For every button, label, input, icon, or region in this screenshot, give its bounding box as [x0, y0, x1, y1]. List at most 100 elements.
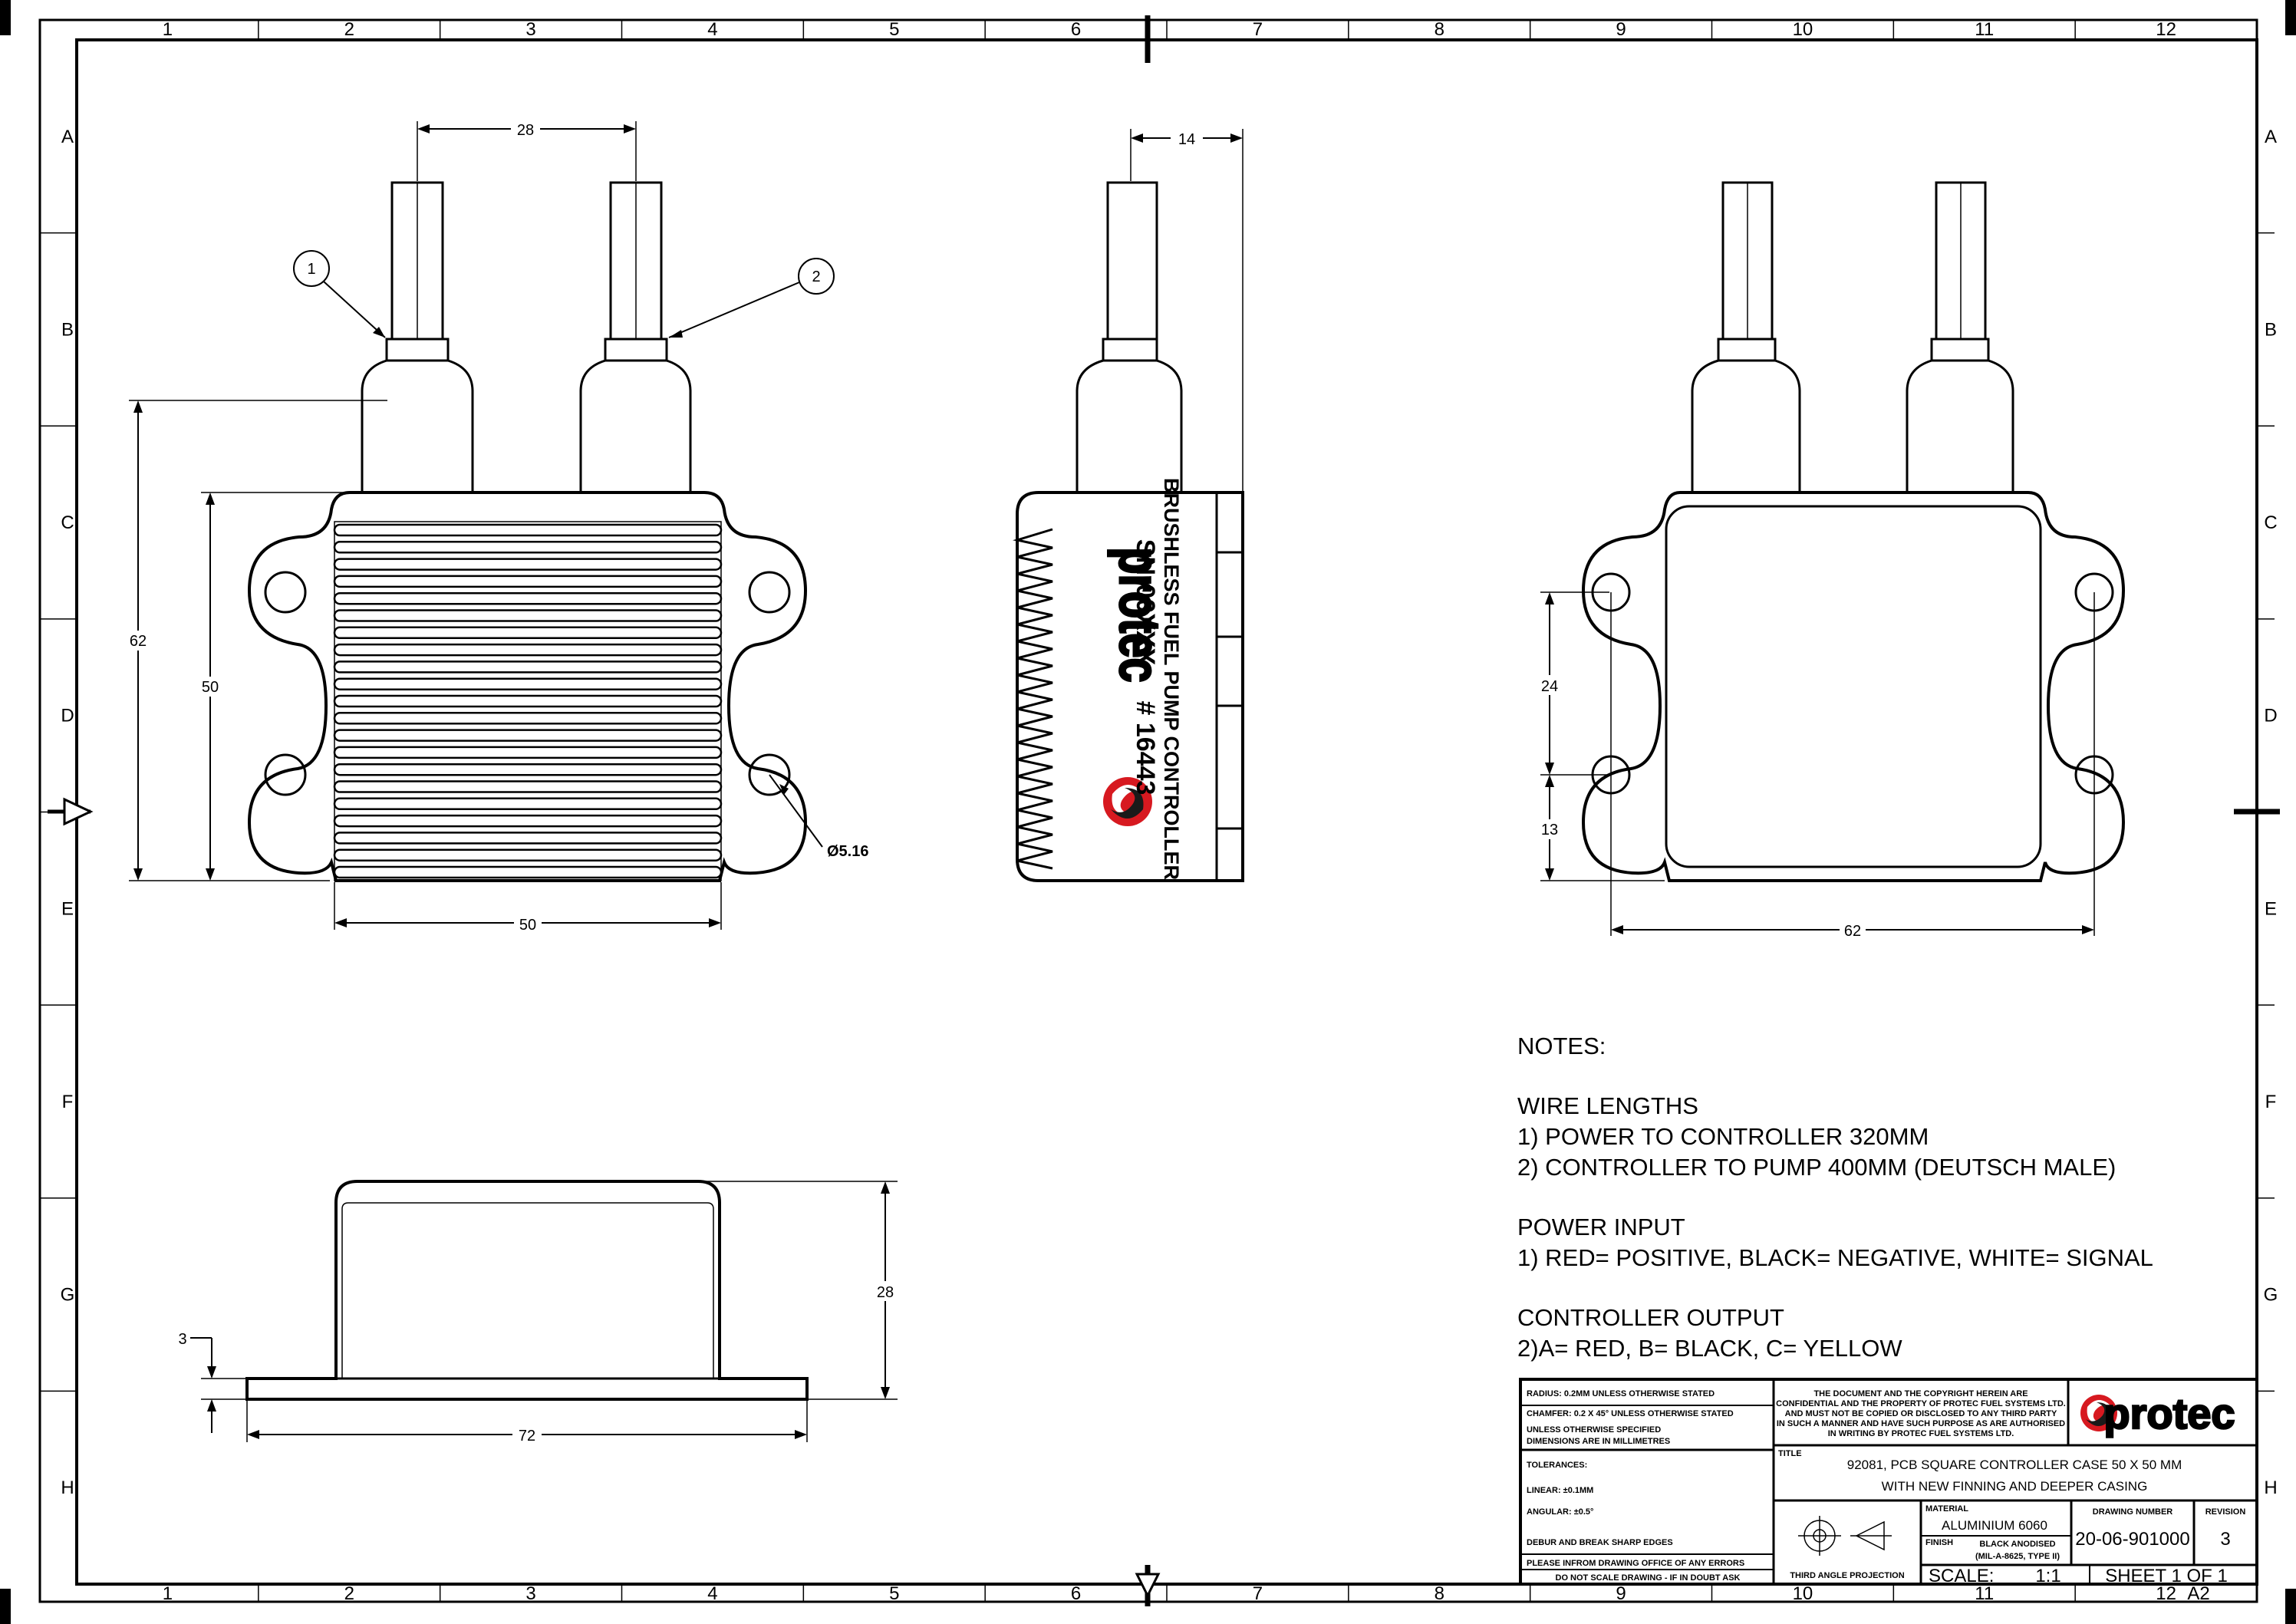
- zone-row-label: C: [2264, 512, 2277, 533]
- svg-text:28: 28: [877, 1284, 894, 1301]
- zone-column-label: 12: [2156, 1583, 2176, 1604]
- zone-column-label: 5: [889, 19, 899, 40]
- svg-text:IN SUCH A MANNER AND HAVE SUCH: IN SUCH A MANNER AND HAVE SUCH PURPOSE A…: [1777, 1419, 2065, 1428]
- zone-column-label: 1: [163, 19, 173, 40]
- svg-text:DIMENSIONS ARE IN MILLIMETRES: DIMENSIONS ARE IN MILLIMETRES: [1527, 1437, 1670, 1446]
- fin: [333, 626, 723, 640]
- dim-hole-offset: 13: [1537, 775, 1665, 881]
- title-block: RADIUS: 0.2MM UNLESS OTHERWISE STATED CH…: [1519, 1378, 2258, 1604]
- svg-text:TOLERANCES:: TOLERANCES:: [1527, 1461, 1587, 1470]
- svg-text:28: 28: [517, 122, 534, 139]
- zone-column-label: 6: [1071, 19, 1081, 40]
- zone-column-label: 10: [1793, 19, 1813, 40]
- zone-column-label: 1: [163, 1583, 173, 1604]
- svg-text:1: 1: [307, 261, 315, 278]
- svg-text:RADIUS: 0.2MM UNLESS OTHERWISE: RADIUS: 0.2MM UNLESS OTHERWISE STATED: [1527, 1389, 1715, 1398]
- fin: [333, 591, 723, 605]
- fin: [333, 541, 723, 554]
- svg-text:CONFIDENTIAL AND THE PROPERTY: CONFIDENTIAL AND THE PROPERTY OF PROTEC …: [1776, 1399, 2066, 1408]
- svg-text:SHEET 1 OF 1: SHEET 1 OF 1: [2105, 1566, 2228, 1586]
- zone-column-label: 4: [707, 1583, 717, 1604]
- dim-hole-spacing: 24: [1537, 591, 1609, 776]
- fin: [333, 746, 723, 759]
- svg-text:AND MUST NOT BE COPIED OR DISC: AND MUST NOT BE COPIED OR DISCLOSED TO A…: [1785, 1409, 2057, 1418]
- protec-logo-icon: [1103, 777, 1152, 826]
- svg-text:Ø5.16: Ø5.16: [827, 843, 868, 860]
- fin: [333, 780, 723, 793]
- dim-overall-height: 62: [127, 400, 387, 881]
- zone-row-label: G: [61, 1285, 75, 1306]
- wire-1: [361, 181, 474, 494]
- svg-text:# 16443: # 16443: [1131, 701, 1160, 796]
- svg-text:SCALE:: SCALE:: [1929, 1566, 1994, 1586]
- svg-text:ALUMINIUM 6060: ALUMINIUM 6060: [1942, 1518, 2047, 1533]
- corner-mark: [0, 1589, 11, 1624]
- svg-text:DRAWING NUMBER: DRAWING NUMBER: [2093, 1507, 2173, 1517]
- zone-column-label: 5: [889, 1583, 899, 1604]
- fin: [333, 523, 723, 537]
- svg-text:3: 3: [2220, 1529, 2230, 1550]
- svg-text:DEBUR AND BREAK SHARP EDGES: DEBUR AND BREAK SHARP EDGES: [1527, 1538, 1673, 1547]
- svg-text:UNLESS OTHERWISE SPECIFIED: UNLESS OTHERWISE SPECIFIED: [1527, 1425, 1661, 1435]
- svg-text:protec: protec: [1107, 547, 1171, 682]
- note-group-title: CONTROLLER OUTPUT: [1517, 1304, 1784, 1331]
- dim-flange: 3: [178, 1331, 245, 1433]
- svg-text:1:1: 1:1: [2035, 1566, 2060, 1586]
- zone-row-label: F: [62, 1092, 74, 1112]
- zone-row-label: G: [2264, 1285, 2278, 1306]
- zone-row-label: D: [2264, 706, 2277, 726]
- dim-body-height: 50: [199, 492, 345, 881]
- balloon-2: 2: [668, 258, 835, 338]
- side-fin-profile: [1013, 528, 1053, 870]
- svg-text:13: 13: [1541, 822, 1558, 838]
- balloon-1: 1: [293, 250, 386, 338]
- zone-row-label: E: [2265, 898, 2277, 919]
- svg-text:CHAMFER: 0.2 X 45° UNLESS OTHE: CHAMFER: 0.2 X 45° UNLESS OTHERWISE STAT…: [1527, 1409, 1734, 1418]
- svg-text:50: 50: [202, 679, 219, 696]
- zone-column-label: 9: [1616, 19, 1626, 40]
- zone-row-label: H: [2264, 1477, 2277, 1498]
- zone-column-label: 4: [707, 19, 717, 40]
- centring-marks: [48, 15, 2280, 1606]
- svg-text:REVISION: REVISION: [2205, 1507, 2246, 1517]
- front-view: 1 2 28 62: [127, 120, 868, 934]
- svg-text:ANGULAR: ±0.5°: ANGULAR: ±0.5°: [1527, 1507, 1593, 1517]
- fin: [333, 729, 723, 742]
- dim-wire-spacing: 28: [417, 120, 637, 181]
- rear-housing: [1581, 491, 2126, 882]
- note-line: 1) RED= POSITIVE, BLACK= NEGATIVE, WHITE…: [1517, 1244, 2153, 1271]
- zone-column-label: 2: [344, 1583, 354, 1604]
- corner-mark: [2285, 0, 2296, 35]
- zone-column-label: 9: [1616, 1583, 1626, 1604]
- svg-text:14: 14: [1178, 131, 1195, 148]
- svg-text:DO NOT SCALE DRAWING - IF IN: DO NOT SCALE DRAWING - IF IN DOUBT ASK: [1556, 1573, 1741, 1583]
- fin: [333, 712, 723, 725]
- note-group-title: POWER INPUT: [1517, 1214, 1685, 1240]
- dim-hole-span: 62: [1610, 592, 2095, 940]
- svg-text:2: 2: [812, 268, 820, 285]
- svg-text:MATERIAL: MATERIAL: [1925, 1504, 1968, 1514]
- side-view: protec BRUSHLESS FUEL PUMP CONTROLLER # …: [1013, 129, 1244, 882]
- fin: [333, 575, 723, 588]
- wire-2: [579, 181, 692, 494]
- rear-view: 24 13 62: [1537, 181, 2126, 940]
- svg-text:24: 24: [1541, 678, 1558, 695]
- zone-row-label: C: [61, 512, 74, 533]
- dim-overall-width: 72: [246, 1401, 808, 1444]
- note-line: 2)A= RED, B= BLACK, C= YELLOW: [1517, 1335, 1902, 1362]
- fin: [333, 848, 723, 861]
- zone-column-label: 6: [1071, 1583, 1081, 1604]
- cooling-fins: [333, 523, 723, 879]
- fin: [333, 832, 723, 845]
- bottom-housing: [245, 1180, 809, 1401]
- zone-column-label: 3: [525, 19, 535, 40]
- zone-row-label: A: [61, 127, 74, 147]
- zone-column-label: 7: [1253, 1583, 1263, 1604]
- zone-column-label: 10: [1793, 1583, 1813, 1604]
- zone-grid: [40, 20, 2275, 1602]
- dim-hole-diameter: Ø5.16: [769, 774, 868, 860]
- fin: [333, 609, 723, 622]
- notes-heading: NOTES:: [1517, 1033, 1606, 1059]
